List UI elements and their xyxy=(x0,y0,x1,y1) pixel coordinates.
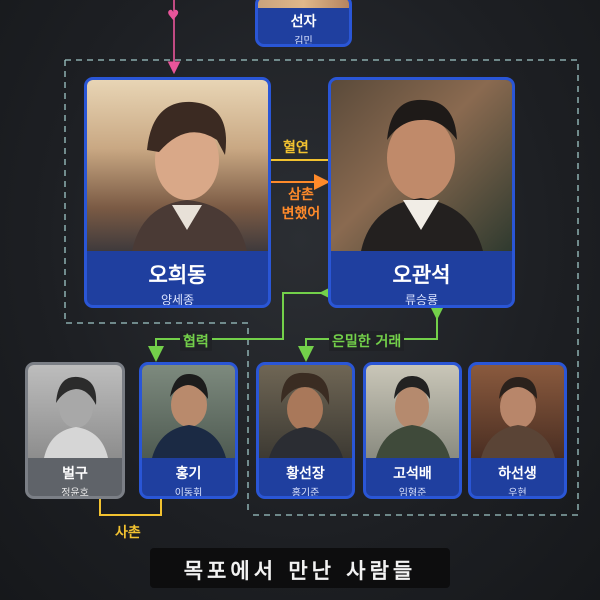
label-cousin: 사촌 xyxy=(115,525,141,541)
namebar-ogwanseok: 오관석 류승룡 xyxy=(331,251,512,305)
actor-haseonsaeng: 우현 xyxy=(508,488,527,499)
name-haseonsaeng: 하선생 xyxy=(498,466,537,482)
name-goseokbae: 고석배 xyxy=(393,466,432,482)
photo-beolgu xyxy=(28,365,122,458)
label-uncle-line1: 삼촌 xyxy=(288,187,314,203)
card-ohuidong[interactable]: 오희동 양세종 xyxy=(84,77,271,308)
actor-goseokbae: 임형준 xyxy=(398,488,427,499)
card-ogwanseok[interactable]: 오관석 류승룡 xyxy=(328,77,515,308)
photo-ogwanseok xyxy=(331,80,512,251)
actor-honggi: 이동휘 xyxy=(174,488,203,499)
actor-beolgu: 정윤호 xyxy=(61,488,89,499)
name-honggi: 홍기 xyxy=(175,466,202,482)
actor-ohuidong: 양세종 xyxy=(160,293,195,307)
name-ohuidong: 오희동 xyxy=(148,263,207,287)
photo-seonja xyxy=(258,0,349,8)
actor-hwangseonjang: 홍기준 xyxy=(291,488,320,499)
namebar-honggi: 홍기 이동휘 xyxy=(142,458,235,496)
card-seonja[interactable]: 선자 김민 xyxy=(255,0,352,47)
card-goseokbae[interactable]: 고석배 임형준 xyxy=(363,362,462,499)
namebar-goseokbae: 고석배 임형준 xyxy=(366,458,459,496)
label-cooperation: 협력 xyxy=(180,331,212,351)
namebar-beolgu: 벌구 정윤호 xyxy=(28,458,122,496)
page-title: 목포에서 만난 사람들 xyxy=(183,559,417,583)
label-uncle: 삼촌 변했어 xyxy=(272,186,330,224)
actor-seonja: 김민 xyxy=(294,36,313,47)
cousin-line xyxy=(99,498,162,516)
actor-ogwanseok: 류승룡 xyxy=(404,293,439,307)
namebar-seonja: 선자 김민 xyxy=(258,8,349,44)
name-seonja: 선자 xyxy=(290,14,317,30)
photo-hwangseonjang xyxy=(259,365,352,458)
namebar-ohuidong: 오희동 양세종 xyxy=(87,251,268,305)
title-banner: 목포에서 만난 사람들 xyxy=(150,548,450,588)
cooperation-line xyxy=(148,285,335,362)
photo-ohuidong xyxy=(87,80,268,251)
photo-haseonsaeng xyxy=(471,365,564,458)
name-hwangseonjang: 황선장 xyxy=(286,466,325,482)
label-secret-deal: 은밀한 거래 xyxy=(329,331,405,351)
photo-goseokbae xyxy=(366,365,459,458)
card-honggi[interactable]: 홍기 이동휘 xyxy=(139,362,238,499)
label-uncle-line2: 변했어 xyxy=(281,206,321,222)
card-beolgu[interactable]: 벌구 정윤호 xyxy=(25,362,125,499)
card-haseonsaeng[interactable]: 하선생 우현 xyxy=(468,362,567,499)
card-hwangseonjang[interactable]: 황선장 홍기준 xyxy=(256,362,355,499)
name-ogwanseok: 오관석 xyxy=(392,263,451,287)
namebar-hwangseonjang: 황선장 홍기준 xyxy=(259,458,352,496)
heart-icon: ♥ xyxy=(167,8,180,24)
dashed-box-top xyxy=(65,59,579,516)
name-beolgu: 벌구 xyxy=(62,466,88,482)
photo-honggi xyxy=(142,365,235,458)
label-blood: 혈연 xyxy=(283,140,309,156)
namebar-haseonsaeng: 하선생 우현 xyxy=(471,458,564,496)
